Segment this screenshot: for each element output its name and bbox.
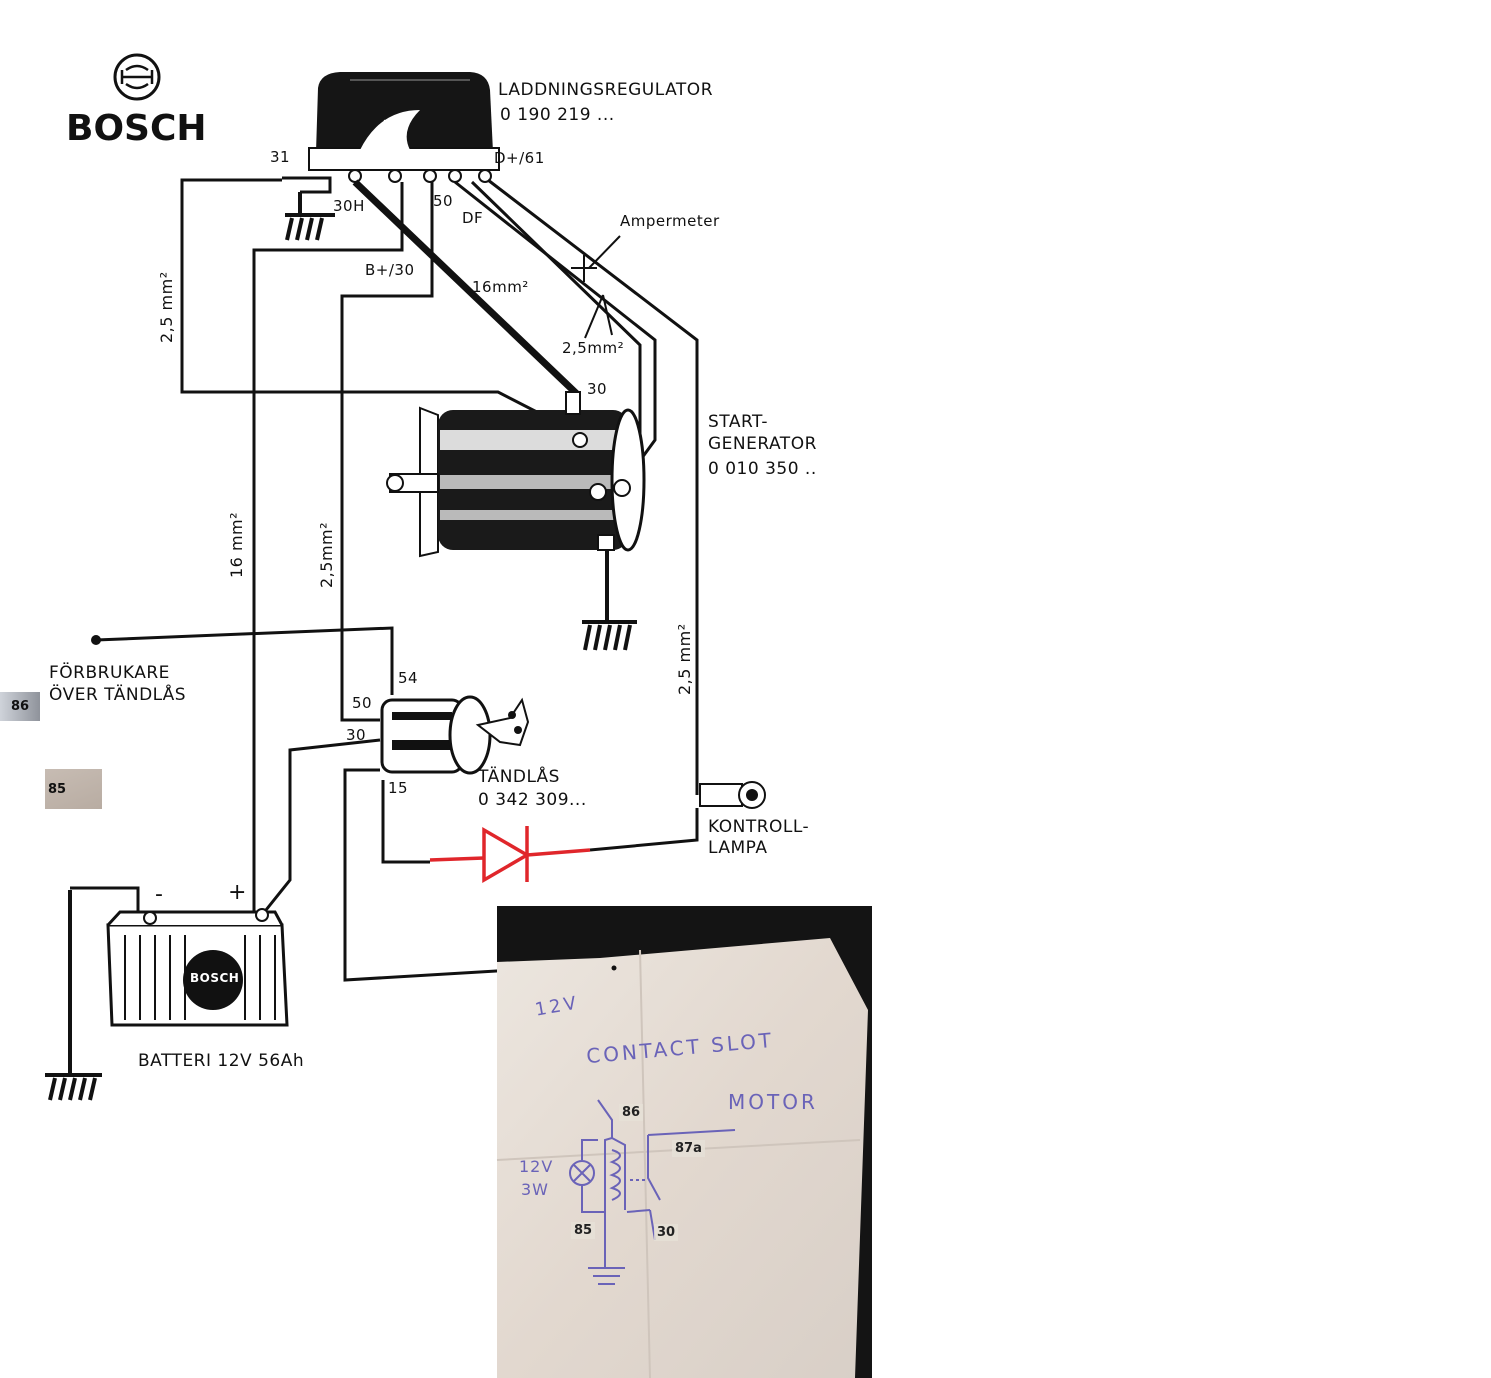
terminal-bplus30-label: B+/30 bbox=[365, 261, 415, 279]
ignition-terminal-50-label: 50 bbox=[352, 694, 373, 712]
start-generator bbox=[386, 391, 646, 558]
consumer-label-line2: ÖVER TÄNDLÅS bbox=[49, 685, 187, 705]
regulator-unit bbox=[282, 72, 500, 194]
ignition-switch bbox=[380, 695, 530, 775]
ignition-terminal-54-label: 54 bbox=[398, 669, 419, 687]
wire-25mm-ammeter-label: 2,5mm² bbox=[562, 339, 625, 357]
relay-pin-87a-label: 87a bbox=[672, 1140, 705, 1157]
ammeter-mark bbox=[571, 235, 621, 339]
hand-motor-label: MOTOR bbox=[728, 1090, 818, 1114]
ignition-terminal-15-label: 15 bbox=[388, 779, 409, 797]
ignition-terminal-30-label: 30 bbox=[346, 726, 367, 744]
ammeter-label: Ampermeter bbox=[620, 212, 720, 230]
battery-badge: BOSCH bbox=[190, 971, 240, 985]
heavy-wire-16mm bbox=[352, 179, 581, 398]
consumer-label-line1: FÖRBRUKARE bbox=[49, 663, 170, 683]
hand-lamp-watt: 3W bbox=[521, 1180, 549, 1199]
diode bbox=[429, 826, 591, 884]
terminal-dplus61-label: D+/61 bbox=[494, 149, 545, 167]
terminal-df-label: DF bbox=[462, 209, 484, 227]
lamp-label-line2: LAMPA bbox=[708, 838, 768, 858]
wire-25mm-right-label: 2,5 mm² bbox=[675, 623, 694, 695]
relay-pin-86-label: 86 bbox=[619, 1104, 644, 1121]
terminal-50-label: 50 bbox=[433, 192, 454, 210]
generator-title-line2: GENERATOR bbox=[708, 434, 817, 454]
generator-terminal-30-label: 30 bbox=[587, 380, 608, 398]
hand-lamp-voltage: 12V bbox=[519, 1157, 554, 1176]
generator-title-line1: START- bbox=[708, 412, 769, 432]
bosch-logo-text: BOSCH bbox=[66, 108, 207, 149]
overlay-tag-85: 85 bbox=[45, 769, 102, 809]
ground-symbol bbox=[582, 545, 637, 651]
generator-part-number: 0 010 350 .. bbox=[708, 459, 817, 479]
wire-16mm-vertical-label: 16 mm² bbox=[227, 511, 246, 578]
relay-pin-30-label: 30 bbox=[654, 1224, 679, 1241]
terminal-30h-label: 30H bbox=[333, 197, 365, 215]
lamp-label-line1: KONTROLL- bbox=[708, 817, 810, 837]
ignition-part-number: 0 342 309... bbox=[478, 790, 587, 810]
control-lamp bbox=[699, 781, 766, 809]
bosch-logo-mark bbox=[113, 53, 161, 101]
wire-16mm-top-label: 16mm² bbox=[472, 278, 529, 296]
ground-symbol bbox=[285, 192, 335, 241]
overlay-tag-86: 86 bbox=[0, 692, 40, 721]
relay-pin-85-label: 85 bbox=[571, 1222, 596, 1239]
wire-25mm-left-label: 2,5 mm² bbox=[157, 271, 176, 343]
battery-label: BATTERI 12V 56Ah bbox=[138, 1051, 305, 1071]
battery-plus-label: + bbox=[228, 880, 247, 905]
ignition-title: TÄNDLÅS bbox=[478, 767, 560, 787]
terminal-31-label: 31 bbox=[270, 148, 291, 166]
consumer-terminal-dot bbox=[91, 635, 101, 645]
regulator-title: LADDNINGSREGULATOR bbox=[498, 80, 714, 100]
ground-symbol bbox=[45, 890, 102, 1101]
battery bbox=[106, 908, 289, 1027]
battery-minus-label: - bbox=[155, 882, 164, 907]
wire-25mm-mid-label: 2,5mm² bbox=[317, 521, 336, 588]
regulator-part-number: 0 190 219 ... bbox=[500, 105, 615, 125]
